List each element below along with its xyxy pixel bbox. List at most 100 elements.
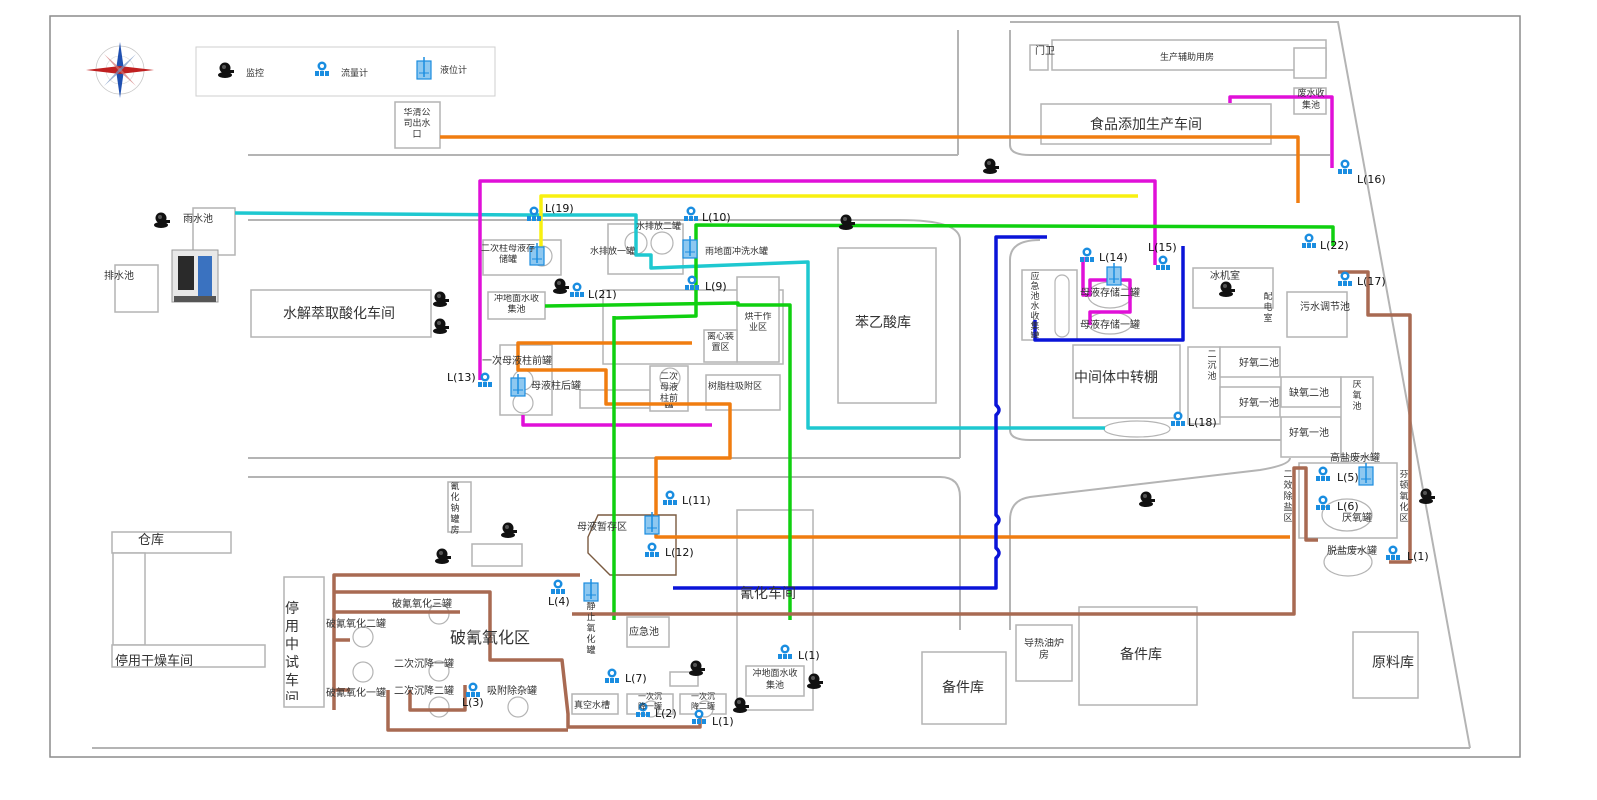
label-high-salt-tank: 高盐废水罐 <box>1330 451 1380 464</box>
sensor-label-L15: L(15) <box>1148 241 1177 254</box>
label-flush-pool-1: 冲地面水收集池 <box>493 294 539 315</box>
sensor-label-L2: L(2) <box>655 707 677 720</box>
label-fenton: 芬顿氧化区 <box>1399 470 1409 522</box>
label-spare-1: 备件库 <box>942 679 984 696</box>
label-flush-pool-2-wrap: 冲地面水收集池 <box>752 669 798 691</box>
label-centrifuge: 离心装置区 <box>706 332 734 353</box>
label-static-oxidation-wrap: 静止氧化罐 <box>586 602 596 654</box>
label-ice-room: 冰机室 <box>1210 269 1240 282</box>
label-cn-tank-1: 破氰氧化一罐 <box>326 686 386 699</box>
brown-pipe-cyanide <box>332 573 702 732</box>
sensor-label-L19: L(19) <box>545 202 574 215</box>
label-fenton-wrap: 芬顿氧化区 <box>1399 470 1409 522</box>
label-cn-tank-2: 破氰氧化二罐 <box>326 617 386 630</box>
label-sodium-cyanide: 氰化钠罐房 <box>450 482 460 534</box>
label-col2-pre-wrap: 二次母液柱前罐 <box>659 372 678 408</box>
label-dry-workshop-stopped: 停用干燥车间 <box>115 653 193 669</box>
label-warehouse: 仓库 <box>138 532 164 548</box>
pipelines <box>234 95 1412 732</box>
label-settle-1: 一次沉降一罐 <box>638 692 662 711</box>
label-wastewater-pool-wrap: 废水收集池 <box>1297 89 1325 111</box>
label-col-post: 母液柱后罐 <box>531 379 581 392</box>
label-rain-flush-tank: 雨地面冲洗水罐 <box>705 245 768 257</box>
label-settle-tank-1: 二次沉降一罐 <box>394 657 454 670</box>
label-cyanide-oxidation-area: 破氰氧化区 <box>450 628 530 647</box>
label-adsorb-tank: 吸附除杂罐 <box>487 684 537 697</box>
label-wastewater-pool: 废水收集池 <box>1297 89 1325 111</box>
label-hydrolysis-workshop: 水解萃取酸化车间 <box>283 305 395 322</box>
label-pilot: 停用中试车间 <box>285 601 299 700</box>
sensor-label-L9: L(9) <box>705 280 727 293</box>
label-emergency-pool-wrap: 应急池水收集罐 <box>1030 272 1039 338</box>
legend-camera-label: 监控 <box>246 67 264 79</box>
green-pipe-branch <box>613 223 1335 320</box>
sensor-label-L1-south: L(1) <box>712 715 734 728</box>
sensor-label-L3: L(3) <box>462 696 484 709</box>
label-anaerobic-pool-wrap: 厌氧池 <box>1352 380 1361 412</box>
sensor-label-L18: L(18) <box>1188 416 1217 429</box>
label-settle-2: 一次沉降二罐 <box>691 692 715 711</box>
label-col2-storage: 二次柱母液存储罐 <box>480 244 535 265</box>
sensor-label-L1-east: L(1) <box>1407 550 1429 563</box>
label-outlet: 华清公司出水口 <box>403 108 431 140</box>
label-desalt-area: 二效除盐区 <box>1283 470 1293 524</box>
label-centrifuge-wrap: 离心装置区 <box>706 332 734 353</box>
label-flush-pool-2: 冲地面水收集池 <box>752 669 798 691</box>
label-food-workshop: 食品添加生产车间 <box>1090 116 1202 133</box>
label-mother-temp: 母液暂存区 <box>577 520 627 533</box>
label-spare-2: 备件库 <box>1120 646 1162 663</box>
area-labels: 门卫 生产辅助用房 食品添加生产车间 废水收集池 华清公司出水口 雨水池 排水池… <box>104 44 1414 711</box>
label-power-room: 配电室 <box>1263 292 1273 324</box>
label-col1-pre: 一次母液柱前罐 <box>482 354 552 367</box>
sensor-label-L17: L(17) <box>1357 275 1386 288</box>
outlet-pipe <box>440 135 1300 203</box>
label-pilot-wrap: 停用中试车间 <box>285 601 299 700</box>
label-drain-tank-1: 水排放一罐 <box>590 245 635 257</box>
label-mother-storage-1: 母液存储一罐 <box>1080 318 1140 331</box>
mother-liquor-return-magenta <box>521 415 712 427</box>
label-cn-tank-3: 破氰氧化三罐 <box>392 597 452 610</box>
label-resin-area: 树脂柱吸附区 <box>708 380 762 392</box>
compass-icon <box>86 42 154 98</box>
label-desalt-area-wrap: 二效除盐区 <box>1283 470 1293 524</box>
label-col2-pre: 二次母液柱前罐 <box>659 372 678 408</box>
sensor-label-L11: L(11) <box>682 494 711 507</box>
water-quality-analyzer-icon <box>171 249 219 303</box>
label-aerobic-pool-1: 好氧一池 <box>1289 426 1329 439</box>
label-drain-pool: 排水池 <box>104 269 134 282</box>
yellow-pipe <box>539 194 1138 258</box>
sensor-label-L13: L(13) <box>447 371 476 384</box>
label-mother-storage-2: 母液存储二罐 <box>1080 286 1140 299</box>
label-sodium-cyanide-wrap: 氰化钠罐房 <box>450 482 460 534</box>
buildings <box>111 39 1419 725</box>
label-phenylacetic: 苯乙酸库 <box>855 314 911 331</box>
sensor-label-L1-cyanation: L(1) <box>798 649 820 662</box>
label-static-oxidation: 静止氧化罐 <box>586 602 596 654</box>
legend-flow-label: 流量计 <box>341 67 368 79</box>
label-middle-shed: 中间体中转棚 <box>1074 370 1158 386</box>
rainwater-pipe <box>234 211 1105 430</box>
label-aux-room: 生产辅助用房 <box>1160 51 1214 63</box>
sensor-label-L22: L(22) <box>1320 239 1349 252</box>
blue-pipe-storage <box>1033 246 1185 342</box>
label-second-settle: 二沉池 <box>1207 350 1217 382</box>
sensor-label-L16: L(16) <box>1357 173 1386 186</box>
label-drain-tank-2: 水排放二罐 <box>636 220 681 232</box>
mother-liquor-pipe-orange <box>516 341 1290 539</box>
sensor-label-L6: L(6) <box>1337 500 1359 513</box>
legend-level-label: 液位计 <box>440 64 467 76</box>
label-settle-tank-2: 二次沉降二罐 <box>394 684 454 697</box>
tanks <box>352 231 1373 718</box>
brown-pipe-wastewater <box>1338 270 1412 564</box>
label-vacuum-tank: 真空水槽 <box>574 699 610 711</box>
label-power-room-wrap: 配电室 <box>1263 292 1273 324</box>
label-oil-furnace-wrap: 导热油炉房 <box>1024 638 1064 661</box>
label-flush-pool-1-wrap: 冲地面水收集池 <box>493 294 539 315</box>
mother-liquor-pipe-magenta <box>478 179 1157 380</box>
sensor-label-L5: L(5) <box>1337 471 1359 484</box>
brown-pipe-return <box>572 466 1318 616</box>
label-raw-material: 原料库 <box>1372 655 1414 671</box>
label-settle-2-wrap: 一次沉降二罐 <box>691 692 715 711</box>
legend: 监控 流量计 液位计 <box>195 46 496 97</box>
